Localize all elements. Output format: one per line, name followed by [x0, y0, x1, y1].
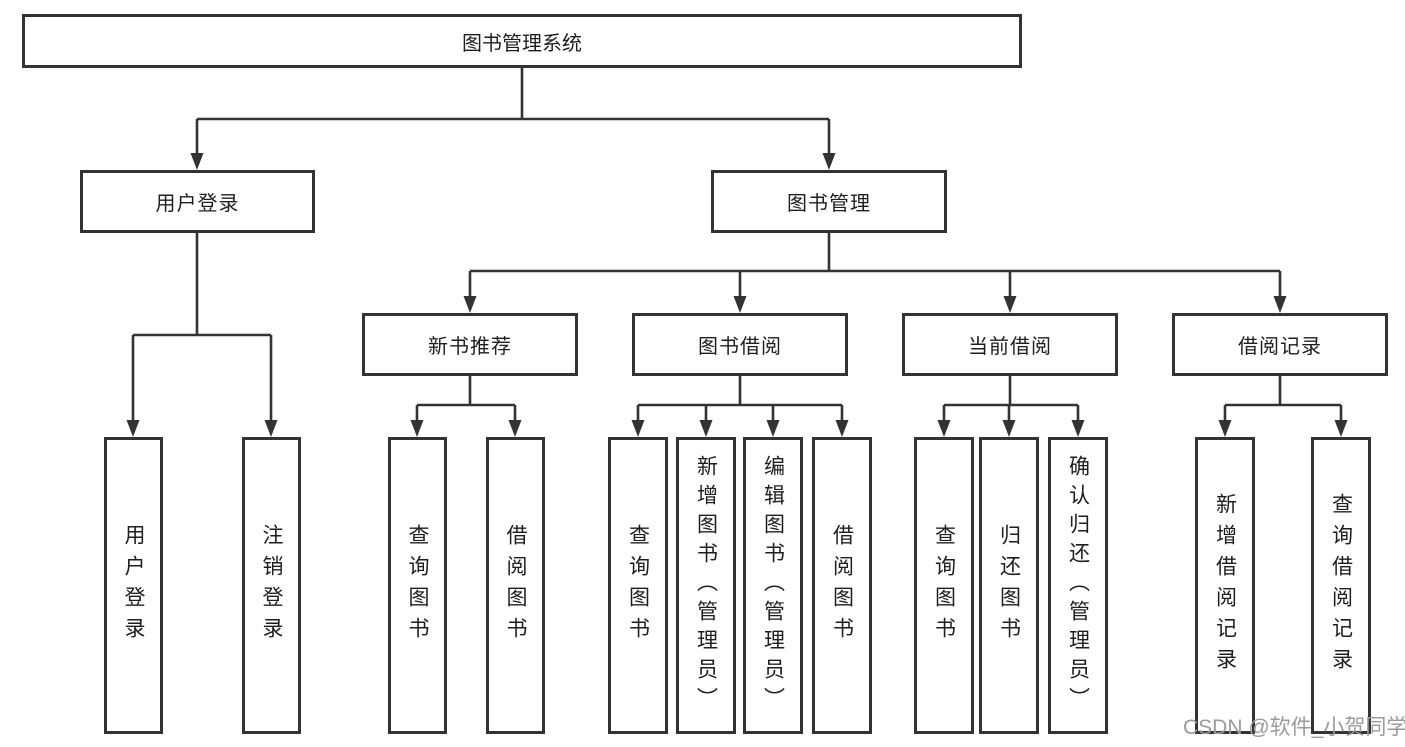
arrowhead-icon — [733, 296, 747, 313]
arrowhead-icon — [835, 420, 849, 437]
node-book-management: 图书管理 — [711, 170, 947, 233]
leaf-cb-confirm-return-admin: 确认归还（管理员） — [1048, 437, 1108, 734]
edge-root-to-level2 — [195, 68, 831, 154]
arrowhead-icon — [1003, 296, 1017, 313]
node-borrowing-records: 借阅记录 — [1172, 313, 1388, 376]
node-library-management-system: 图书管理系统 — [22, 14, 1022, 68]
node-label: 确认归还（管理员） — [1066, 455, 1090, 716]
edge-book-borrow-children — [636, 376, 844, 421]
arrowhead-icon — [1071, 420, 1085, 437]
node-label: 查询图书 — [406, 523, 429, 648]
arrowhead-icon — [508, 420, 522, 437]
node-label: 归还图书 — [997, 523, 1021, 648]
node-label: 用户登录 — [122, 523, 145, 648]
edge-current-borrow-children — [942, 376, 1080, 421]
arrowhead-icon — [766, 420, 780, 437]
csdn-watermark: CSDN @软件_小贺同学 — [1183, 716, 1405, 739]
arrowhead-icon — [631, 420, 645, 437]
arrowhead-icon — [937, 420, 951, 437]
node-label: 图书借阅 — [698, 336, 782, 358]
arrowhead-icon — [699, 420, 713, 437]
node-label: 查询图书 — [626, 523, 650, 648]
arrowhead-icon — [410, 420, 424, 437]
leaf-br-query-borrow-record: 查询借阅记录 — [1311, 437, 1371, 734]
node-label: 编辑图书（管理员） — [761, 455, 785, 716]
edge-borrow-records-children — [1223, 376, 1343, 421]
node-label: 注销登录 — [260, 523, 283, 648]
node-label: 当前借阅 — [968, 336, 1052, 358]
leaf-user-login: 用户登录 — [104, 437, 163, 734]
arrowhead-icon — [1334, 420, 1348, 437]
leaf-cb-query-books: 查询图书 — [914, 437, 974, 734]
node-label: 图书管理系统 — [462, 32, 582, 55]
node-user-login: 用户登录 — [80, 170, 315, 233]
leaf-nbr-query-books: 查询图书 — [388, 437, 447, 734]
arrowhead-icon — [1273, 296, 1287, 313]
node-label: 借阅图书 — [504, 523, 527, 648]
arrowhead-icon — [190, 153, 204, 170]
arrowhead-icon — [822, 153, 836, 170]
node-label: 查询图书 — [932, 523, 956, 648]
node-new-book-recommendation: 新书推荐 — [362, 313, 578, 376]
node-label: 新增图书（管理员） — [694, 455, 718, 716]
arrowhead-icon — [264, 420, 278, 437]
leaf-logout: 注销登录 — [242, 437, 301, 734]
node-label: 图书管理 — [787, 193, 871, 215]
arrowhead-icon — [126, 420, 140, 437]
node-label: 查询借阅记录 — [1329, 492, 1353, 679]
arrowhead-icon — [1218, 420, 1232, 437]
arrowheads — [126, 153, 1348, 437]
leaf-bb-query-books: 查询图书 — [608, 437, 668, 734]
leaf-bb-add-book-admin: 新增图书（管理员） — [676, 437, 736, 734]
node-label: 用户登录 — [155, 193, 240, 215]
leaf-cb-return-books: 归还图书 — [979, 437, 1039, 734]
node-label: 新增借阅记录 — [1213, 492, 1237, 679]
leaf-nbr-borrow-books: 借阅图书 — [486, 437, 545, 734]
node-current-borrowing: 当前借阅 — [902, 313, 1118, 376]
arrowhead-icon — [1002, 420, 1016, 437]
leaf-bb-edit-book-admin: 编辑图书（管理员） — [743, 437, 803, 734]
node-label: 借阅记录 — [1238, 336, 1322, 358]
edge-user-login-children — [131, 233, 273, 421]
node-book-borrowing: 图书借阅 — [632, 313, 848, 376]
arrowhead-icon — [463, 296, 477, 313]
node-label: 借阅图书 — [830, 523, 854, 648]
node-label: 新书推荐 — [428, 336, 512, 358]
leaf-br-add-borrow-record: 新增借阅记录 — [1195, 437, 1255, 734]
leaf-bb-borrow-books: 借阅图书 — [812, 437, 872, 734]
edge-book-management-to-level3 — [468, 233, 1282, 297]
edge-new-book-rec-children — [415, 376, 517, 421]
